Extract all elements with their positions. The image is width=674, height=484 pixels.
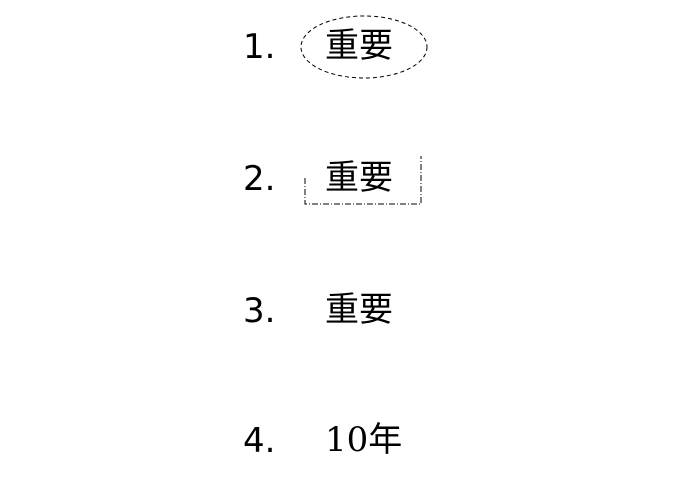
item-number-3: 3. (243, 291, 276, 331)
item-number-1: 1. (243, 27, 276, 67)
dashed-ellipse (300, 15, 428, 79)
dashed-partial-box (304, 156, 422, 205)
item-text-3: 重要 (325, 290, 393, 330)
item-text-1: 重要 (325, 26, 393, 66)
item-number-2: 2. (243, 159, 276, 199)
item-number-4: 4. (243, 421, 276, 461)
item-text-2: 重要 (325, 158, 393, 198)
item-text-4: 10年 (325, 420, 403, 460)
